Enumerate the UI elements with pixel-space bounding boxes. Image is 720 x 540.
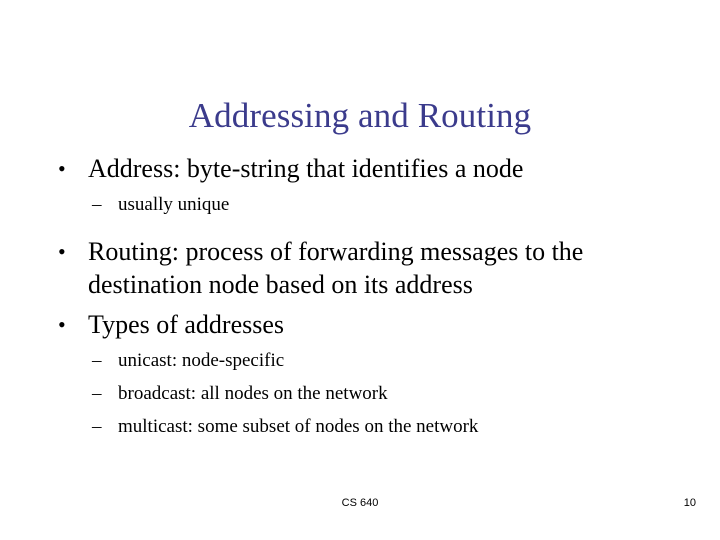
subbullet-broadcast-label: broadcast: all nodes on the network: [118, 383, 388, 404]
subbullet-multicast-label: multicast: some subset of nodes on the n…: [118, 416, 479, 437]
slide-body: • Address: byte-string that identifies a…: [0, 152, 720, 440]
page-title: Addressing and Routing: [188, 96, 532, 136]
bullet-address: • Address: byte-string that identifies a…: [0, 152, 720, 185]
spacer: [0, 185, 720, 192]
bullet-dash-icon: –: [92, 350, 102, 371]
spacer: [0, 341, 720, 348]
bullet-address-label: Address: byte-string that identifies a n…: [88, 154, 524, 183]
subbullet-usually-unique-label: usually unique: [118, 194, 230, 215]
subbullet-multicast: – multicast: some subset of nodes on the…: [0, 414, 720, 440]
footer-course-label: CS 640: [341, 497, 379, 509]
bullet-types-of-addresses-label: Types of addresses: [88, 310, 285, 339]
bullet-routing: • Routing: process of forwarding message…: [0, 235, 720, 301]
bullet-types-of-addresses: • Types of addresses: [0, 308, 720, 341]
subbullet-unicast-label: unicast: node-specific: [118, 350, 285, 371]
bullet-dash-icon: –: [92, 194, 102, 215]
bullet-dot-icon: •: [58, 239, 66, 264]
bullet-dot-icon: •: [58, 312, 66, 337]
subbullet-broadcast: – broadcast: all nodes on the network: [0, 381, 720, 407]
bullet-routing-label: Routing: process of forwarding messages …: [88, 237, 584, 299]
footer-page-number: 10: [683, 497, 696, 509]
subbullet-usually-unique: – usually unique: [0, 192, 720, 218]
spacer: [0, 407, 720, 414]
bullet-dot-icon: •: [58, 156, 66, 181]
spacer: [0, 301, 720, 308]
spacer: [0, 218, 720, 235]
spacer: [0, 374, 720, 381]
bullet-dash-icon: –: [92, 383, 102, 404]
bullet-dash-icon: –: [92, 416, 102, 437]
subbullet-unicast: – unicast: node-specific: [0, 348, 720, 374]
